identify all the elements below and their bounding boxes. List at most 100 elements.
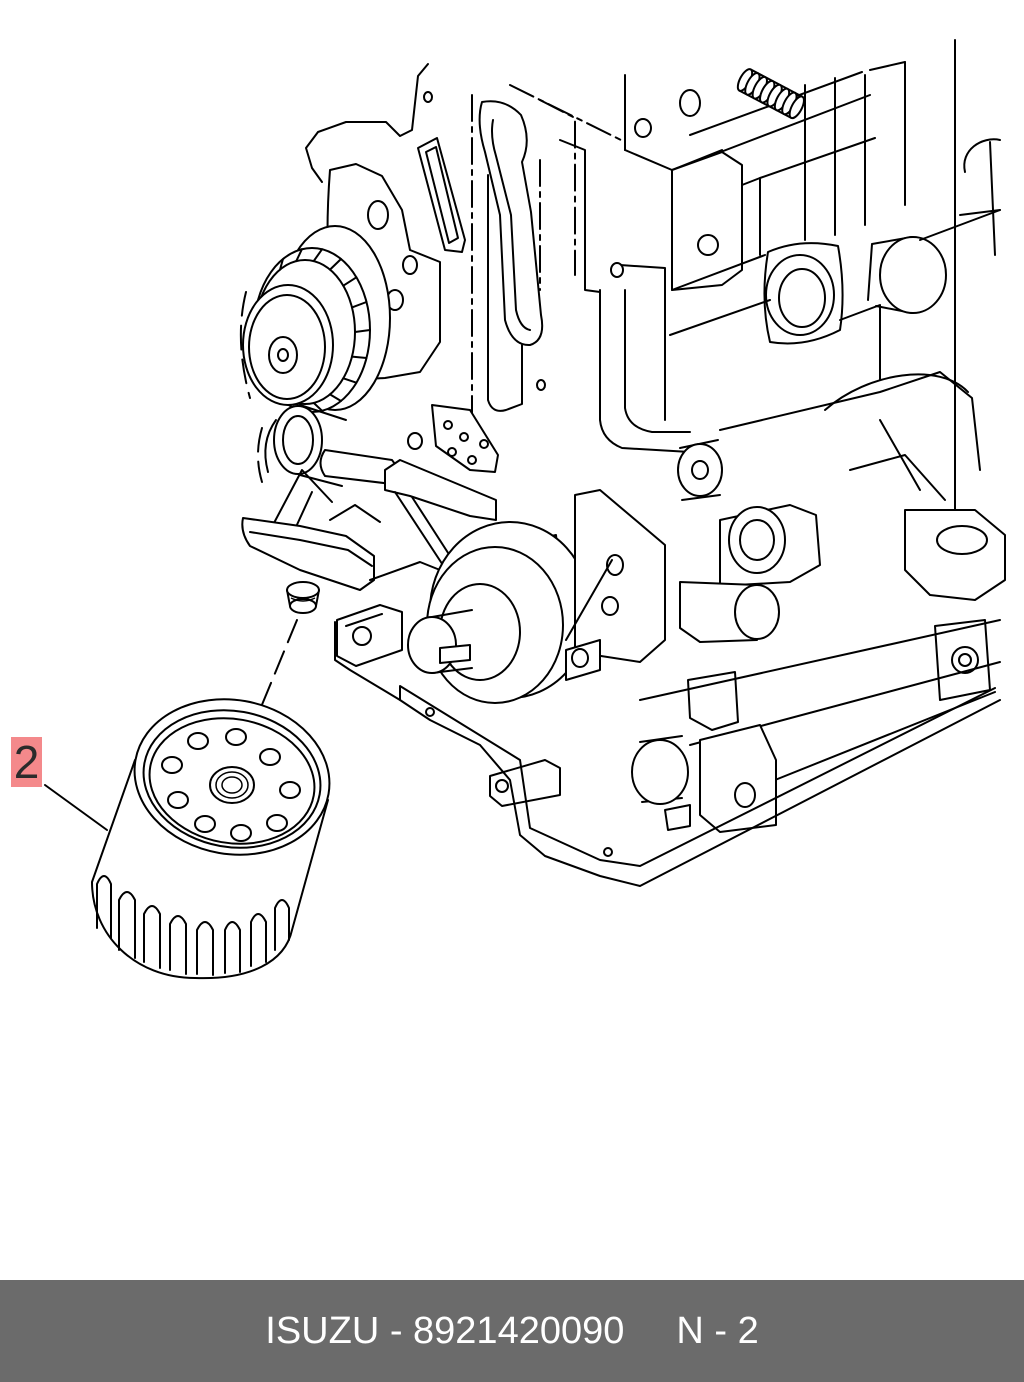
pulley-tooth bbox=[312, 401, 324, 412]
oil-pan bbox=[334, 621, 1001, 887]
boss-end bbox=[879, 236, 947, 314]
callout-leader-line bbox=[44, 784, 108, 831]
pulley-tooth bbox=[295, 248, 303, 263]
pan-bolt-hole bbox=[425, 707, 435, 717]
bracket-hole bbox=[601, 596, 619, 616]
callout-label[interactable]: 2 bbox=[11, 737, 42, 787]
cam-cover-inner bbox=[491, 119, 531, 331]
bracket-rod bbox=[565, 559, 613, 641]
tensioner-bolt bbox=[407, 432, 423, 450]
filter-rib bbox=[169, 915, 187, 975]
side-boss-hole bbox=[691, 460, 709, 480]
tensioner-hole bbox=[459, 432, 469, 442]
filter-rib bbox=[143, 905, 161, 969]
tensioner-hole bbox=[447, 447, 457, 457]
cap-tab bbox=[664, 804, 691, 831]
cover-hole bbox=[423, 91, 433, 103]
filter-rib bbox=[250, 913, 267, 967]
bore-inner bbox=[778, 268, 826, 328]
pump-housing-hole bbox=[367, 200, 389, 230]
filter-inlet-holes bbox=[161, 728, 301, 842]
block-small-hole bbox=[536, 379, 546, 391]
cover-edge bbox=[619, 264, 666, 291]
right-ear-hole bbox=[936, 525, 988, 555]
pump-housing-hole bbox=[402, 255, 418, 275]
block-bolt-hole bbox=[697, 234, 719, 256]
lower-bracket-hole bbox=[734, 782, 756, 808]
filter-rib bbox=[196, 921, 214, 976]
belt-line bbox=[509, 84, 626, 143]
left-bracket-edge bbox=[345, 613, 383, 627]
nipple-bottom bbox=[289, 598, 317, 614]
sensor-slot bbox=[439, 644, 471, 664]
tensioner-hole bbox=[467, 455, 477, 465]
filter-inlet-hole bbox=[161, 756, 183, 774]
pan-bolt-hole bbox=[603, 847, 613, 857]
pulley-bolt bbox=[277, 348, 289, 362]
belt-line bbox=[539, 99, 576, 276]
cover-edge bbox=[599, 289, 691, 453]
footer-bar: ISUZU - 8921420090 N - 2 bbox=[0, 1280, 1024, 1382]
block-small-hole bbox=[634, 118, 652, 138]
block-face bbox=[671, 151, 743, 291]
block-small-hole bbox=[610, 262, 624, 278]
crank-housing bbox=[824, 373, 969, 411]
stud bbox=[736, 68, 805, 120]
exploded-view-drawing bbox=[44, 39, 1006, 980]
footer-part-label: ISUZU - 8921420090 bbox=[265, 1309, 625, 1352]
block-edge bbox=[704, 94, 871, 159]
filter-mount-nipple bbox=[286, 581, 320, 614]
filter-rib bbox=[118, 891, 136, 959]
filter-inlet-hole bbox=[167, 791, 189, 809]
filter-rib bbox=[274, 899, 290, 951]
pump-flange-edge bbox=[249, 531, 373, 567]
cover-outline bbox=[305, 63, 429, 183]
oil-pan-outline bbox=[334, 621, 1001, 887]
block-small-hole bbox=[679, 89, 701, 117]
filter-inlet-hole bbox=[266, 814, 288, 832]
block-edge bbox=[869, 61, 906, 71]
cylinder-boss bbox=[734, 584, 780, 640]
block-edge bbox=[959, 209, 1001, 216]
block-edge bbox=[989, 141, 996, 256]
pump-brace bbox=[264, 469, 333, 541]
slotted-boss-hole bbox=[739, 519, 775, 561]
cover-rib bbox=[559, 139, 601, 293]
stud-end bbox=[788, 95, 805, 120]
pulley-teeth bbox=[279, 248, 371, 412]
pulley-tooth bbox=[342, 377, 358, 384]
filter-top-rim-inner bbox=[142, 709, 322, 849]
filter-inlet-hole bbox=[225, 728, 247, 746]
cover-slot-inner bbox=[425, 146, 459, 244]
pulley-tooth bbox=[312, 248, 324, 263]
pulley-outline-dashed bbox=[257, 427, 263, 483]
pulley-tooth bbox=[329, 258, 342, 271]
lower-bracket bbox=[699, 724, 777, 833]
tensioner-hole bbox=[443, 420, 453, 430]
crank-housing bbox=[719, 371, 981, 471]
engine-block bbox=[536, 39, 1001, 521]
filter-inlet-hole bbox=[230, 824, 252, 842]
left-bracket-hole bbox=[352, 626, 372, 646]
block-edge bbox=[839, 304, 881, 381]
filter-inlet-hole bbox=[187, 732, 209, 750]
footer-reference: N - 2 bbox=[676, 1309, 759, 1352]
pan-rail bbox=[639, 619, 1001, 701]
nipple-thread bbox=[290, 597, 316, 602]
pulley-tooth bbox=[329, 393, 342, 402]
filter-inlet-hole bbox=[194, 815, 216, 833]
pulley-tooth bbox=[351, 301, 368, 309]
pump-inlet-hole bbox=[282, 415, 314, 465]
oil-pan-inner-edge bbox=[399, 685, 996, 867]
crank-housing bbox=[849, 454, 946, 501]
timing-cover bbox=[239, 63, 626, 483]
pump-inlet-body bbox=[299, 404, 347, 487]
water-pump bbox=[242, 163, 441, 413]
crank-housing bbox=[879, 419, 921, 491]
block-edge bbox=[741, 177, 761, 256]
pulley-tooth bbox=[351, 355, 368, 359]
filter-inlet-hole bbox=[259, 748, 281, 766]
cover-rib bbox=[487, 174, 523, 412]
pulley-outline-dashed bbox=[239, 291, 251, 399]
